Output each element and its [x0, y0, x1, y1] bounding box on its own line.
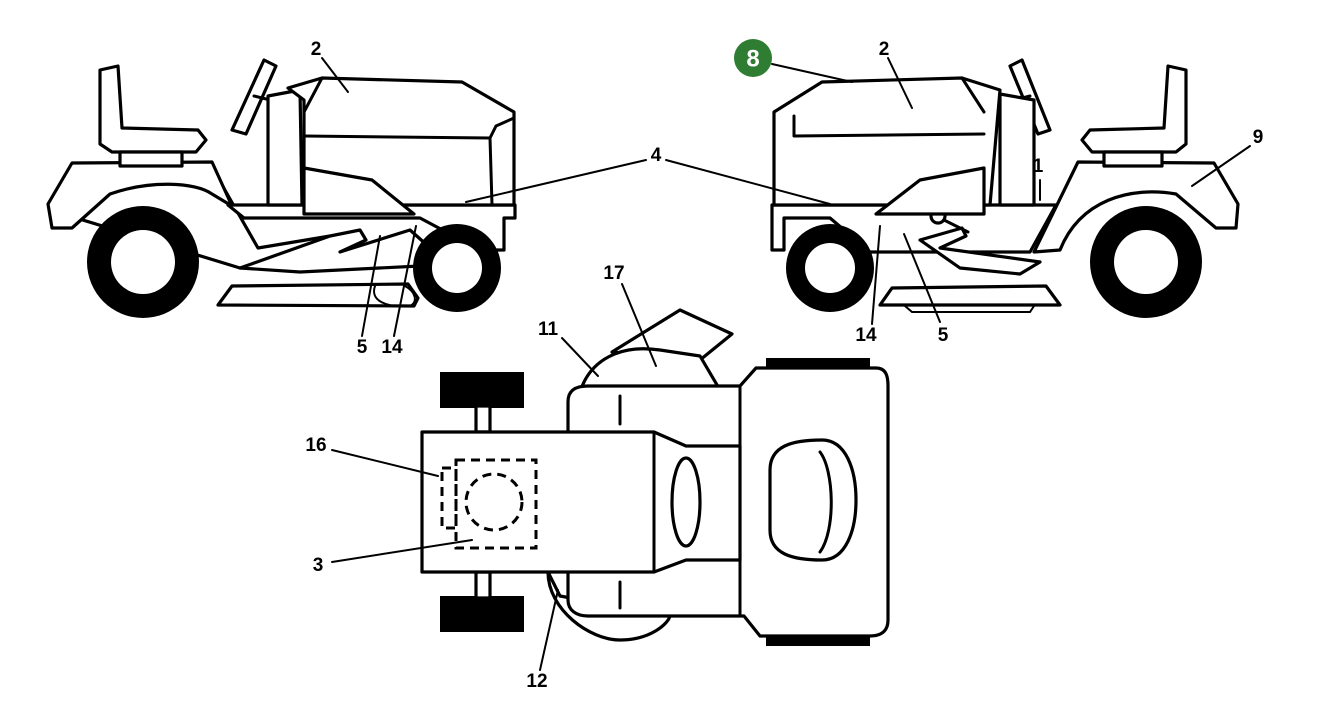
tractor-right-side-view	[770, 58, 1240, 318]
highlighted-callout-number: 8	[746, 46, 759, 73]
right-mower-deck	[878, 284, 1062, 307]
right-hood	[772, 76, 1002, 207]
right-dash	[998, 92, 1036, 207]
tractor-left-side-view	[46, 58, 517, 318]
callout-top-chute: 17	[603, 263, 624, 284]
callout-top-bottom: 12	[526, 671, 547, 692]
leader-lines	[321, 57, 1251, 671]
callout-left-footrest: 5	[357, 337, 368, 358]
top-decal-area-3	[454, 458, 538, 550]
left-hood	[286, 76, 516, 207]
left-fender	[46, 160, 234, 230]
callout-right-hood: 2	[879, 39, 890, 60]
top-seat	[768, 438, 858, 562]
top-fuel-cap	[464, 472, 524, 532]
top-front-left-wheel	[440, 372, 524, 408]
callout-left-frame: 14	[381, 337, 403, 358]
left-frame	[226, 203, 517, 252]
highlighted-callout-badge[interactable]: 8	[734, 39, 772, 77]
tractor-top-view	[420, 308, 890, 646]
top-hood	[420, 430, 742, 574]
left-dash	[266, 88, 304, 207]
top-decal-area-16	[440, 466, 458, 530]
left-footrest	[238, 228, 430, 274]
right-fender	[1032, 160, 1240, 254]
callout-left-hood: 2	[311, 39, 322, 60]
right-frame	[770, 203, 1058, 254]
left-seat	[98, 64, 208, 154]
left-mower-deck	[216, 282, 420, 308]
left-side-panel	[302, 166, 416, 216]
right-seat	[1080, 64, 1188, 154]
top-front-right-wheel	[440, 596, 524, 632]
callout-top-deck: 3	[313, 555, 324, 576]
callout-right-dash: 1	[1033, 156, 1044, 177]
right-side-panel	[874, 166, 986, 216]
callout-side-panel: 4	[651, 145, 662, 166]
top-side-bulge	[578, 347, 722, 394]
callout-top-16: 16	[305, 435, 326, 456]
callout-right-frame: 14	[855, 325, 877, 346]
callout-right-fender: 9	[1253, 127, 1264, 148]
callout-top-11: 11	[538, 319, 559, 340]
callout-right-footrest: 5	[938, 325, 949, 346]
callout-labels: 2 4 5 14 2 1 9 14 5 11 17 16 3 12	[305, 39, 1263, 692]
